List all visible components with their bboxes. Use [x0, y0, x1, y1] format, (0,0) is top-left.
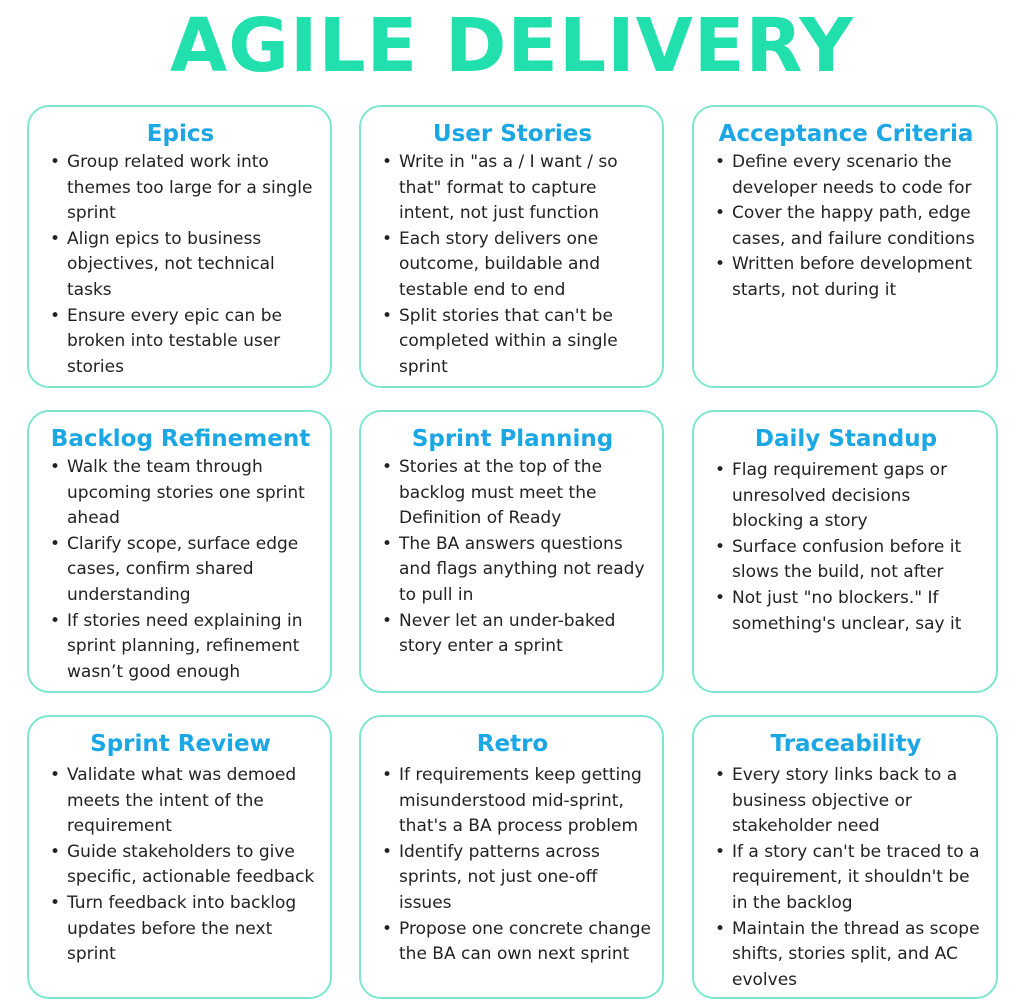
bullet-item: Maintain the thread as scope shifts, sto… [706, 917, 986, 994]
bullet-item: Surface confusion before it slows the bu… [706, 535, 986, 586]
card-heading: Sprint Review [90, 731, 271, 757]
card-heading: Acceptance Criteria [718, 121, 974, 147]
bullet-item: Never let an under-baked story enter a s… [373, 609, 652, 660]
bullet-item: Clarify scope, surface edge cases, confi… [41, 532, 320, 609]
bullet-item: If requirements keep getting misundersto… [373, 763, 652, 840]
card-sprint-review: Sprint Review Validate what was demoed m… [27, 715, 332, 999]
bullet-item: Guide stakeholders to give specific, act… [41, 840, 320, 891]
bullet-item: Turn feedback into backlog updates befor… [41, 891, 320, 968]
card-retro: Retro If requirements keep getting misun… [359, 715, 664, 999]
bullet-item: Written before development starts, not d… [706, 252, 986, 303]
bullet-list: If requirements keep getting misundersto… [373, 763, 652, 968]
card-traceability: Traceability Every story links back to a… [692, 715, 998, 999]
card-heading: Sprint Planning [411, 426, 614, 452]
card-heading: Daily Standup [754, 426, 938, 452]
bullet-item: If a story can't be traced to a requirem… [706, 840, 986, 917]
card-heading: Retro [476, 731, 549, 757]
card-acceptance-criteria: Acceptance Criteria Define every scenari… [692, 105, 998, 388]
bullet-item: Define every scenario the developer need… [706, 150, 986, 201]
bullet-item: Identify patterns across sprints, not ju… [373, 840, 652, 917]
bullet-item: Not just "no blockers." If something's u… [706, 586, 986, 637]
bullet-item: Walk the team through upcoming stories o… [41, 455, 320, 532]
bullet-list: Stories at the top of the backlog must m… [373, 455, 652, 660]
bullet-item: Align epics to business objectives, not … [41, 227, 320, 304]
card-epics: Epics Group related work into themes too… [27, 105, 332, 388]
bullet-item: Ensure every epic can be broken into tes… [41, 304, 320, 381]
bullet-item: Split stories that can't be completed wi… [373, 304, 652, 381]
bullet-list: Every story links back to a business obj… [706, 763, 986, 993]
bullet-list: Flag requirement gaps or unresolved deci… [706, 458, 986, 637]
bullet-list: Write in "as a / I want / so that" forma… [373, 150, 652, 380]
bullet-list: Validate what was demoed meets the inten… [41, 763, 320, 968]
page-title: AGILE DELIVERY [169, 3, 854, 89]
card-heading: Backlog Refinement [50, 426, 311, 452]
card-daily-standup: Daily Standup Flag requirement gaps or u… [692, 410, 998, 693]
bullet-item: Write in "as a / I want / so that" forma… [373, 150, 652, 227]
bullet-item: Propose one concrete change the BA can o… [373, 917, 652, 968]
bullet-item: Cover the happy path, edge cases, and fa… [706, 201, 986, 252]
bullet-item: Group related work into themes too large… [41, 150, 320, 227]
bullet-item: Stories at the top of the backlog must m… [373, 455, 652, 532]
bullet-item: Flag requirement gaps or unresolved deci… [706, 458, 986, 535]
card-heading: User Stories [432, 121, 593, 147]
bullet-item: If stories need explaining in sprint pla… [41, 609, 320, 686]
bullet-item: Each story delivers one outcome, buildab… [373, 227, 652, 304]
bullet-list: Group related work into themes too large… [41, 150, 320, 380]
card-heading: Traceability [770, 731, 922, 757]
card-backlog-refinement: Backlog Refinement Walk the team through… [27, 410, 332, 693]
bullet-list: Walk the team through upcoming stories o… [41, 455, 320, 685]
bullet-list: Define every scenario the developer need… [706, 150, 986, 304]
card-heading: Epics [146, 121, 215, 147]
bullet-item: Every story links back to a business obj… [706, 763, 986, 840]
card-user-stories: User Stories Write in "as a / I want / s… [359, 105, 664, 388]
bullet-item: Validate what was demoed meets the inten… [41, 763, 320, 840]
card-sprint-planning: Sprint Planning Stories at the top of th… [359, 410, 664, 693]
bullet-item: The BA answers questions and flags anyth… [373, 532, 652, 609]
